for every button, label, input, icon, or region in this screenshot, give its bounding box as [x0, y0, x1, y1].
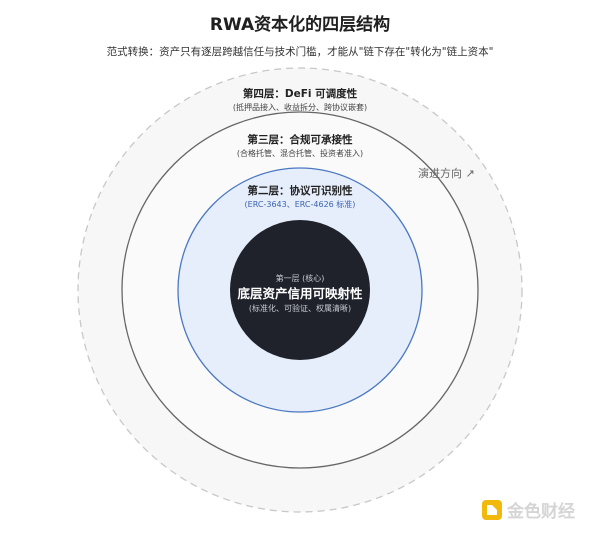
layer3-title: 第三层：合规可承接性	[248, 133, 353, 146]
layer2-title: 第二层：协议可识别性	[248, 184, 353, 197]
watermark-logo-mark	[487, 505, 497, 515]
layer3-subtitle: (合格托管、混合托管、投资者准入)	[237, 148, 363, 158]
layer2-subtitle: (ERC-3643、ERC-4626 标准)	[245, 199, 356, 209]
core-label: 第一层 (核心)	[276, 273, 325, 283]
direction-label: 演进方向 ↗	[418, 166, 475, 180]
core-circle	[230, 220, 370, 360]
watermark-text: 金色财经	[506, 501, 575, 522]
watermark: 金色财经	[482, 500, 575, 522]
layer4-title: 第四层：DeFi 可调度性	[243, 87, 358, 100]
core-title: 底层资产信用可映射性	[237, 286, 363, 301]
core-subtitle: (标准化、可验证、权属清晰)	[249, 303, 351, 313]
diagram-subtitle: 范式转换：资产只有逐层跨越信任与技术门槛，才能从"链下存在"转化为"链上资本"	[107, 45, 494, 58]
layer4-subtitle: (抵押品接入、收益拆分、跨协议嵌套)	[233, 102, 367, 112]
diagram-title: RWA资本化的四层结构	[210, 14, 390, 35]
